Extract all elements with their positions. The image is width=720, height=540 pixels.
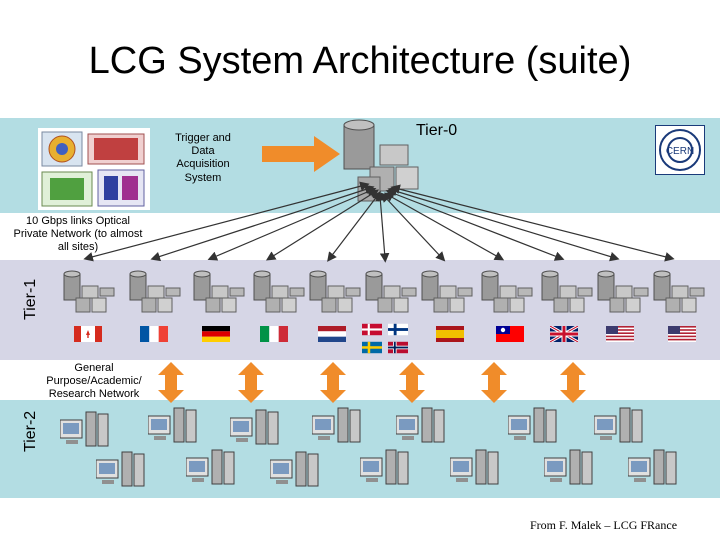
italy-flag-icon (260, 326, 288, 342)
canada-flag-icon (74, 326, 102, 342)
germany-flag-icon (202, 326, 230, 342)
tier1-server-cluster-icon (365, 270, 417, 313)
workstation-icon (396, 407, 445, 443)
tier0-label: Tier-0 (416, 122, 458, 139)
tier1-server-cluster-icon (129, 270, 181, 313)
tier1-server-cluster-icon (653, 270, 705, 313)
workstation-icon (312, 407, 361, 443)
workstation-icon (360, 449, 409, 485)
workstation-icon (60, 411, 109, 447)
tier1-server-cluster-icon (481, 270, 533, 313)
spain-flag-icon (436, 326, 464, 342)
workstation-icon (96, 451, 145, 487)
cern-logo: CERN (655, 125, 705, 175)
usa-flag-icon (668, 326, 696, 342)
denmark-flag-icon (362, 323, 382, 336)
tier2-label: Tier-2 (22, 410, 39, 452)
uk-flag-icon (550, 326, 578, 342)
tier1-server-cluster-icon (193, 270, 245, 313)
netherlands-flag-icon (318, 326, 346, 342)
tier1-server-cluster-icon (63, 270, 115, 313)
workstation-icon (230, 409, 279, 445)
workstation-icon (270, 451, 319, 487)
tier1-server-cluster-icon (541, 270, 593, 313)
norway-flag-icon (388, 341, 408, 354)
workstation-icon (628, 449, 677, 485)
france-flag-icon (140, 326, 168, 342)
finland-flag-icon (388, 323, 408, 336)
network-label: General Purpose/Academic/ Research Netwo… (46, 362, 142, 401)
workstation-icon (594, 407, 643, 443)
page-title: LCG System Architecture (suite) (88, 40, 632, 82)
trigger-daq-label: Trigger and Data Acquisition System (175, 132, 231, 184)
tier1-server-cluster-icon (421, 270, 473, 313)
tier1-server-cluster-icon (309, 270, 361, 313)
workstation-icon (186, 449, 235, 485)
sweden-flag-icon (362, 341, 382, 354)
workstation-icon (508, 407, 557, 443)
workstation-icon (450, 449, 499, 485)
daq-to-tier0-arrow (262, 136, 340, 172)
credit-text: From F. Malek – LCG FRance (530, 518, 678, 532)
tier1-server-cluster-icon (597, 270, 649, 313)
workstation-icon (148, 407, 197, 443)
svg-text:CERN: CERN (666, 146, 694, 157)
tier1-server-cluster-icon (253, 270, 305, 313)
taiwan-flag-icon (496, 326, 524, 342)
usa-flag-icon (606, 326, 634, 342)
workstation-icon (544, 449, 593, 485)
links-label: 10 Gbps links Optical Private Network (t… (13, 215, 143, 254)
